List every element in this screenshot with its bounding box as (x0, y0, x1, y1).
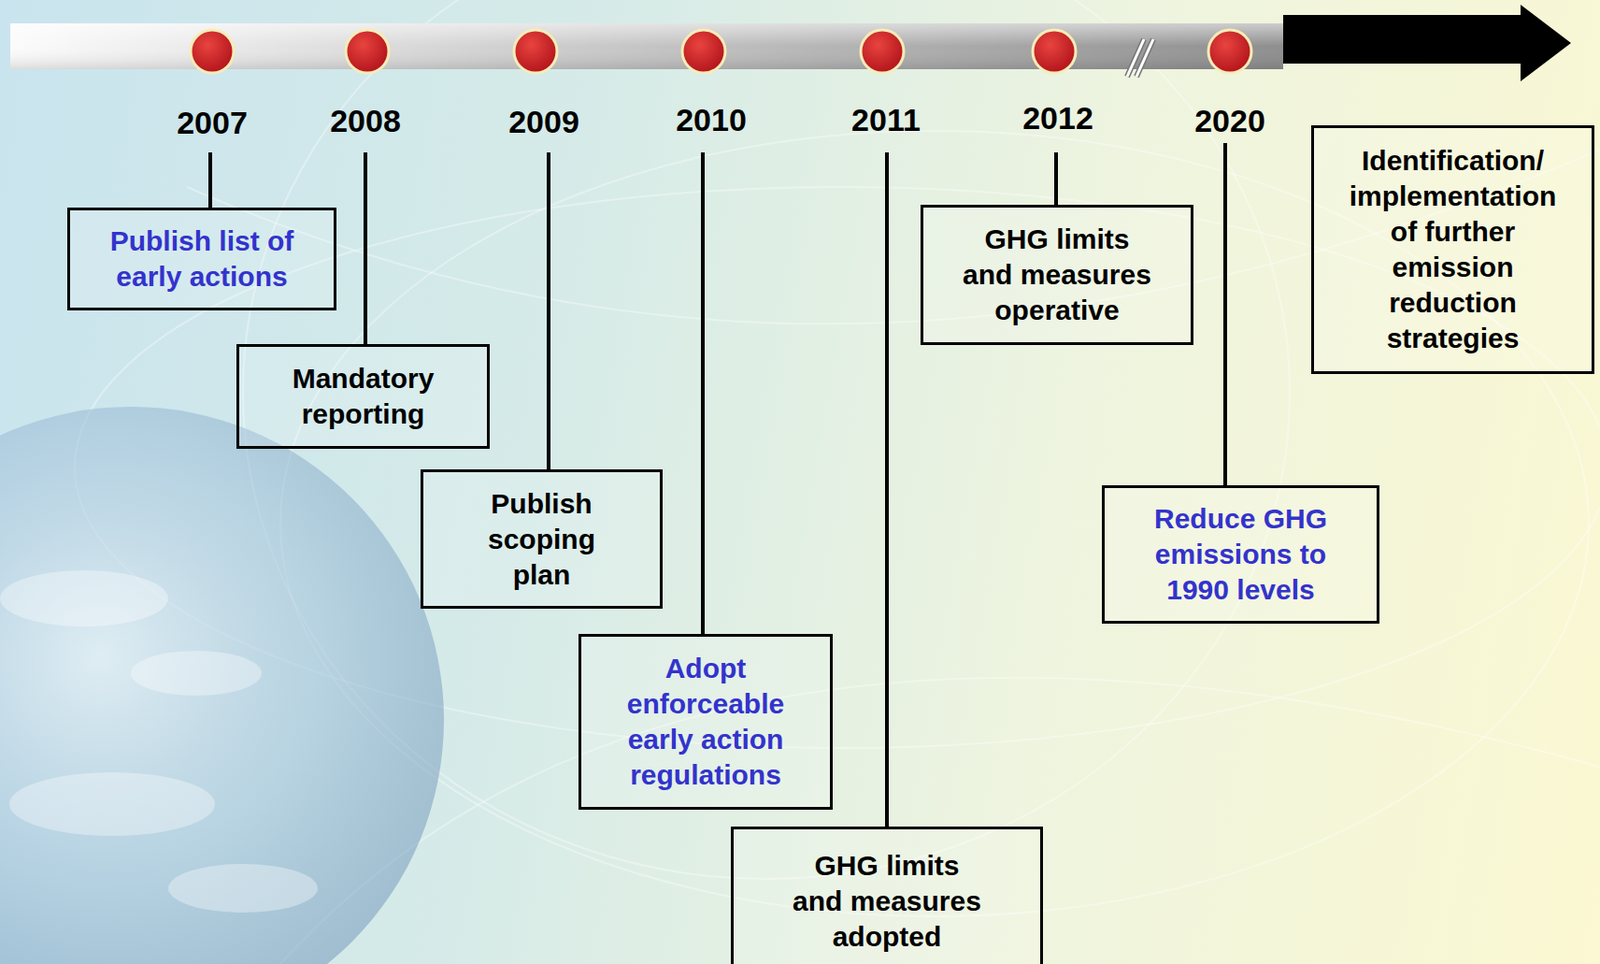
globe-clouds (0, 570, 318, 913)
scoping-plan-box: Publish scoping plan (420, 469, 663, 609)
break-mark (1127, 39, 1154, 77)
globe-illustration (0, 406, 444, 964)
box-text: Adopt enforceable early action regulatio… (619, 650, 793, 793)
year-label: 2011 (851, 103, 921, 136)
year-dots (190, 29, 1252, 73)
box-text: Publish scoping plan (478, 485, 605, 593)
year-label: 2010 (675, 103, 747, 136)
limits-operative-box: GHG limits and measures operative (920, 204, 1194, 345)
year-label: 2008 (329, 104, 401, 137)
future-arrow (1283, 4, 1572, 82)
box-text: Reduce GHG emissions to 1990 levels (1147, 500, 1335, 608)
box-text: Publish list of early actions (85, 223, 319, 295)
year-label: 2007 (176, 106, 248, 139)
further-strategies-box: Identification/ implementation of furthe… (1311, 125, 1595, 374)
limits-adopted-box: GHG limits and measures adopted (730, 826, 1043, 964)
year-label: 2020 (1194, 104, 1266, 137)
year-label: 2012 (1022, 101, 1094, 134)
target-box: Reduce GHG emissions to 1990 levels (1101, 485, 1380, 624)
box-text: GHG limits and measures operative (959, 221, 1156, 329)
box-text: Mandatory reporting (256, 360, 472, 432)
regulations-box: Adopt enforceable early action regulatio… (578, 633, 833, 810)
year-label: 2009 (508, 105, 580, 138)
early-actions-box: Publish list of early actions (67, 207, 337, 311)
reporting-box: Mandatory reporting (236, 343, 490, 449)
box-text: Identification/ implementation of furthe… (1341, 142, 1566, 357)
year-leader-lines (210, 142, 1226, 827)
box-text: GHG limits and measures adopted (789, 847, 986, 955)
